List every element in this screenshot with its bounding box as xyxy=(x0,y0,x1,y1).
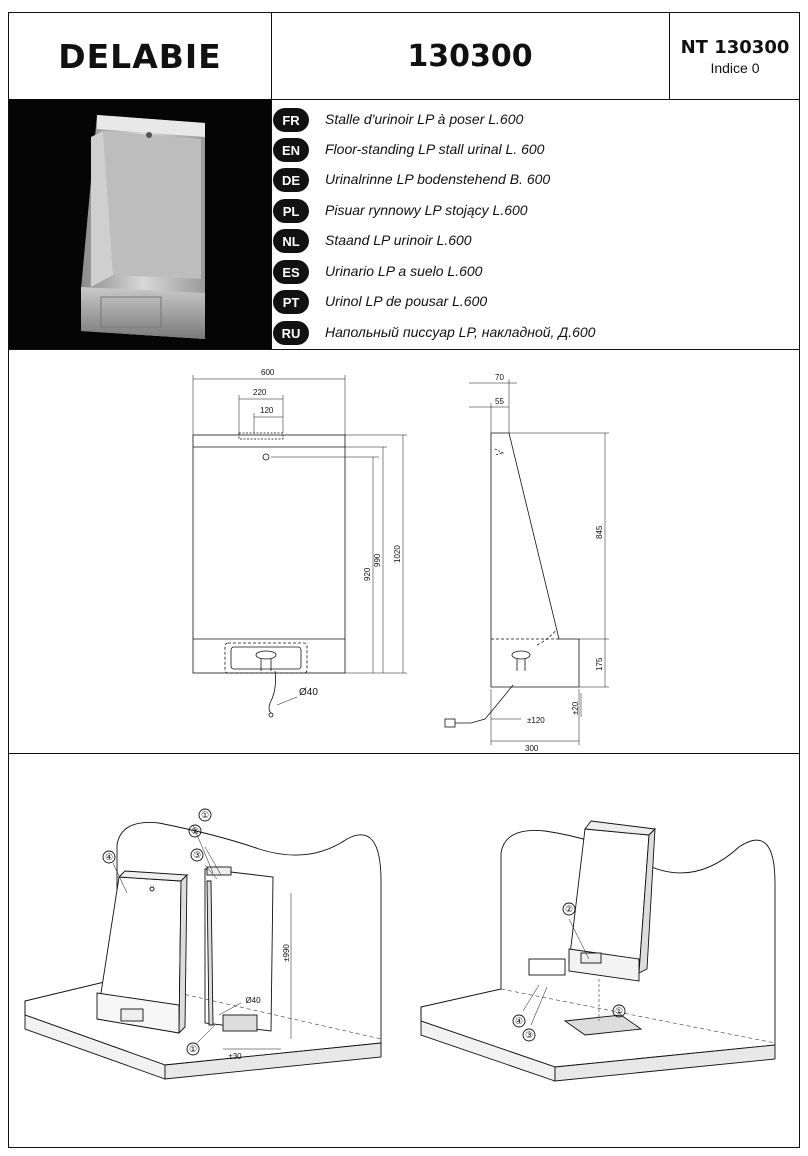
callout-right-2: ② xyxy=(565,904,573,914)
language-badge: FR xyxy=(273,108,309,132)
dim-depth: 300 xyxy=(525,744,539,753)
callout-left-3: ③ xyxy=(193,850,201,860)
dim-20: ±20 xyxy=(571,701,580,715)
dim-drain-front: Ø40 xyxy=(299,687,318,698)
notice-index: Indice 0 xyxy=(710,60,760,76)
language-text: Floor-standing LP stall urinal L. 600 xyxy=(325,141,545,157)
language-badge: EN xyxy=(273,138,309,162)
language-badge: DE xyxy=(273,168,309,192)
installation-right xyxy=(420,820,776,1082)
notice-block: NT 130300 Indice 0 xyxy=(669,13,800,99)
language-row-nl: NL Staand LP urinoir L.600 xyxy=(273,228,773,254)
language-text: Напольный писсуар LP, накладной, Д.600 xyxy=(325,324,596,340)
callout-right-4: ④ xyxy=(515,1016,523,1026)
language-text: Urinalrinne LP bodenstehend B. 600 xyxy=(325,171,551,187)
install-offset: ±30 xyxy=(228,1052,242,1061)
callout-left-1b: ① xyxy=(189,1044,197,1054)
dim-inlet-center: 120 xyxy=(260,406,274,415)
side-view xyxy=(444,379,609,745)
language-text: Pisuar rynnowy LP stojący L.600 xyxy=(325,202,528,218)
dim-175: 175 xyxy=(595,657,604,671)
callout-right-3: ③ xyxy=(525,1030,533,1040)
brand-logo: DELABIE xyxy=(9,13,272,99)
dim-920: 920 xyxy=(363,567,372,581)
language-badge: NL xyxy=(273,229,309,253)
installation-left xyxy=(24,808,382,1080)
callout-left-2: ② xyxy=(191,826,199,836)
language-row-de: DE Urinalrinne LP bodenstehend B. 600 xyxy=(273,167,773,193)
dim-width: 600 xyxy=(261,368,275,377)
dim-inlet-span: 220 xyxy=(253,388,267,397)
language-badge: PT xyxy=(273,290,309,314)
product-reference: 130300 xyxy=(407,38,533,74)
dim-845: 845 xyxy=(595,525,604,539)
dim-inlet-offset: 55 xyxy=(495,397,504,406)
title-block: DELABIE 130300 NT 130300 Indice 0 xyxy=(9,13,799,100)
language-row-fr: FR Stalle d'urinoir LP à poser L.600 xyxy=(273,107,773,133)
product-photo xyxy=(9,99,272,349)
language-row-pt: PT Urinol LP de pousar L.600 xyxy=(273,289,773,315)
dim-1020: 1020 xyxy=(393,545,402,563)
language-text: Stalle d'urinoir LP à poser L.600 xyxy=(325,111,524,127)
language-text: Staand LP urinoir L.600 xyxy=(325,232,472,248)
callout-left-1: ① xyxy=(201,810,209,820)
technical-drawing: 600 220 120 920 990 1020 Ø40 xyxy=(9,349,799,754)
language-badge: ES xyxy=(273,260,309,284)
notice-number: NT 130300 xyxy=(680,37,790,58)
language-text: Urinario LP a suelo L.600 xyxy=(325,263,483,279)
dim-990: 990 xyxy=(373,553,382,567)
dim-top-depth: 70 xyxy=(495,373,504,382)
callout-right-1: ① xyxy=(615,1006,623,1016)
front-view xyxy=(192,375,407,718)
language-badge: RU xyxy=(273,321,309,345)
product-band: FR Stalle d'urinoir LP à poser L.600 EN … xyxy=(9,99,799,350)
install-height: ±990 xyxy=(282,944,291,962)
callout-left-4: ④ xyxy=(105,852,113,862)
document-sheet: DELABIE 130300 NT 130300 Indice 0 xyxy=(8,12,800,1148)
language-badge: PL xyxy=(273,199,309,223)
install-drain: Ø40 xyxy=(245,996,261,1005)
language-row-es: ES Urinario LP a suelo L.600 xyxy=(273,259,773,285)
language-text: Urinol LP de pousar L.600 xyxy=(325,293,488,309)
installation-diagrams: ① ② ③ ④ ① ±990 Ø40 ±30 xyxy=(9,753,799,1147)
dim-drain-offset: ±120 xyxy=(527,716,545,725)
language-row-ru: RU Напольный писсуар LP, накладной, Д.60… xyxy=(273,320,773,346)
language-row-pl: PL Pisuar rynnowy LP stojący L.600 xyxy=(273,198,773,224)
language-row-en: EN Floor-standing LP stall urinal L. 600 xyxy=(273,137,773,163)
